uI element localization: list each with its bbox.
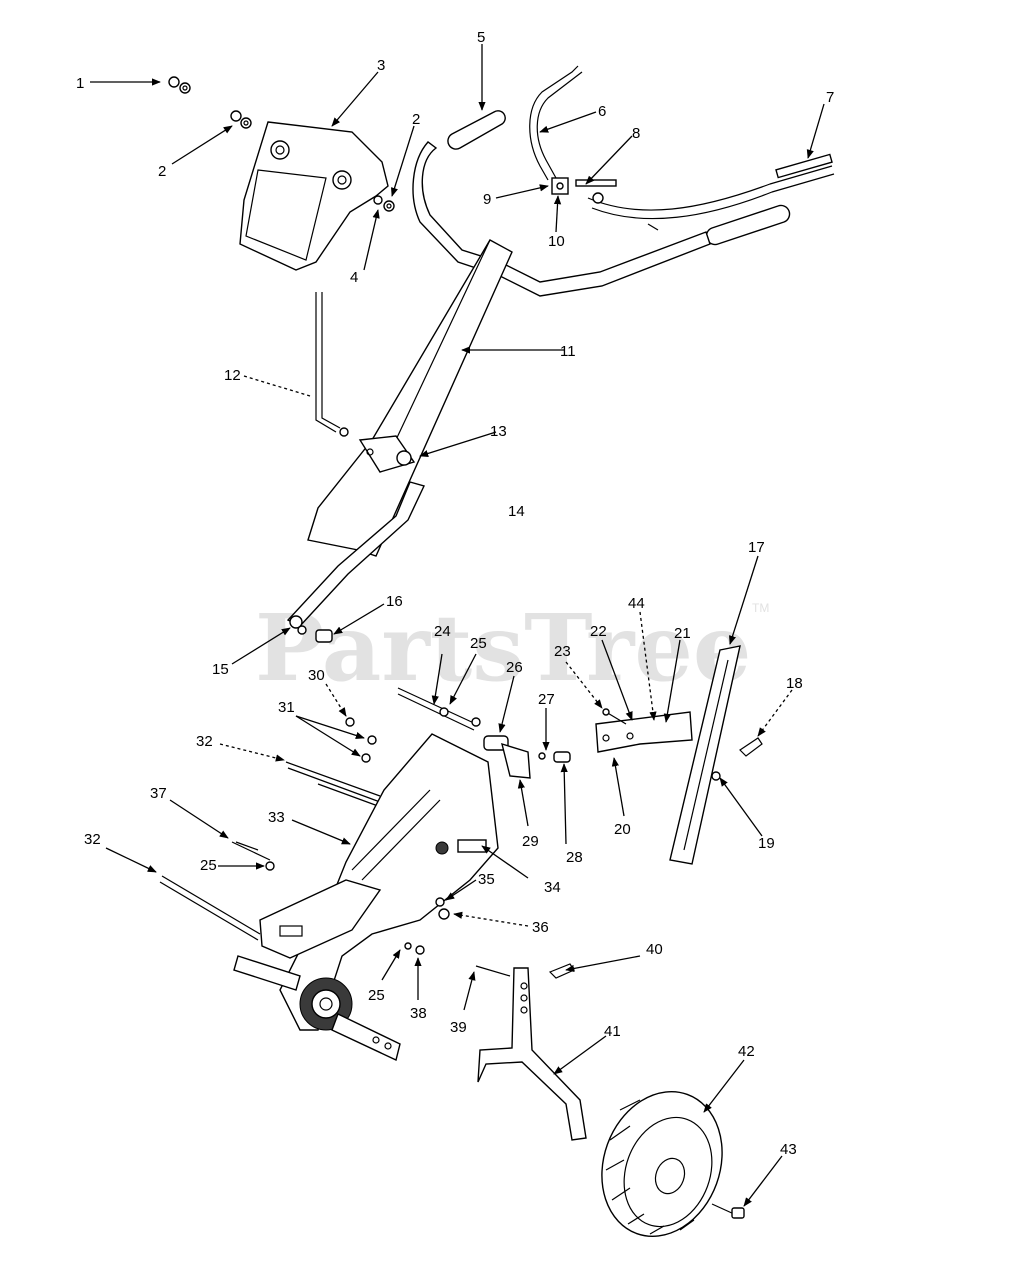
callout-19: 19 xyxy=(758,835,775,852)
callout-32: 32 xyxy=(84,831,101,848)
part-24-bolt xyxy=(397,687,477,731)
part-18-19-pin xyxy=(711,737,763,781)
callout-26: 26 xyxy=(506,659,523,676)
part-16-bushing xyxy=(315,629,333,643)
part-42-wheel xyxy=(601,1090,723,1238)
callout-28: 28 xyxy=(566,849,583,866)
tine-axle xyxy=(233,955,401,1061)
callout-8: 8 xyxy=(632,125,640,142)
part-43-axle-bolt xyxy=(711,1203,745,1219)
callout-14: 14 xyxy=(508,503,525,520)
part-11-handle-tube xyxy=(307,239,513,557)
part-14-arm xyxy=(286,481,425,635)
part-6-shift-rod xyxy=(529,65,583,181)
callout-40: 40 xyxy=(646,941,663,958)
part-20-21-22-plate xyxy=(595,708,693,753)
callout-3: 3 xyxy=(377,57,385,74)
callout-36: 36 xyxy=(532,919,549,936)
callout-34: 34 xyxy=(544,879,561,896)
part-30-31-32-bolts xyxy=(159,717,381,941)
callout-13: 13 xyxy=(490,423,507,440)
part-39-41-wheel-bracket xyxy=(475,963,587,1141)
callout-44: 44 xyxy=(628,595,645,612)
callout-39: 39 xyxy=(450,1019,467,1036)
callout-27: 27 xyxy=(538,691,555,708)
leader-lines xyxy=(90,44,825,1207)
callout-labels: 1 2 2 3 4 5 6 7 8 9 10 11 12 13 14 15 16… xyxy=(76,29,834,1158)
callout-31: 31 xyxy=(278,699,295,716)
callout-25: 25 xyxy=(200,857,217,874)
callout-15: 15 xyxy=(212,661,229,678)
callout-6: 6 xyxy=(598,103,606,120)
part-4-nut xyxy=(373,195,395,212)
callout-18: 18 xyxy=(786,675,803,692)
callout-21: 21 xyxy=(674,625,691,642)
part-26-29-hardware xyxy=(471,717,571,779)
callout-43: 43 xyxy=(780,1141,797,1158)
part-34-36-shaft xyxy=(435,839,487,920)
callout-5: 5 xyxy=(477,29,485,46)
callout-22: 22 xyxy=(590,623,607,640)
callout-41: 41 xyxy=(604,1023,621,1040)
callout-33: 33 xyxy=(268,809,285,826)
callout-35: 35 xyxy=(478,871,495,888)
callout-25: 25 xyxy=(368,987,385,1004)
callout-37: 37 xyxy=(150,785,167,802)
callout-12: 12 xyxy=(224,367,241,384)
callout-10: 10 xyxy=(548,233,565,250)
callout-29: 29 xyxy=(522,833,539,850)
callout-23: 23 xyxy=(554,643,571,660)
handlebar xyxy=(412,141,711,297)
part-2-screw-upper xyxy=(230,110,252,129)
callout-42: 42 xyxy=(738,1043,755,1060)
callout-20: 20 xyxy=(614,821,631,838)
part-17-shield-bar xyxy=(669,645,741,865)
callout-2: 2 xyxy=(158,163,166,180)
callout-9: 9 xyxy=(483,191,491,208)
part-13-clamp xyxy=(358,435,416,473)
part-37-25-38-small xyxy=(231,841,425,955)
callout-38: 38 xyxy=(410,1005,427,1022)
callout-30: 30 xyxy=(308,667,325,684)
part-3-cover xyxy=(239,121,389,271)
part-1-nut-washer xyxy=(168,76,191,94)
part-8-9-10-bracket xyxy=(551,177,659,231)
part-12-lever-pin xyxy=(315,292,349,437)
callout-32: 32 xyxy=(196,733,213,750)
callout-7: 7 xyxy=(826,89,834,106)
callout-16: 16 xyxy=(386,593,403,610)
callout-4: 4 xyxy=(350,269,358,286)
part-5-handle-grip xyxy=(447,110,506,150)
watermark-trademark: TM xyxy=(752,601,769,615)
callout-17: 17 xyxy=(748,539,765,556)
part-33-housing xyxy=(259,733,499,1031)
callout-1: 1 xyxy=(76,75,84,92)
part-7-cable xyxy=(587,153,835,220)
handle-grip-right xyxy=(705,204,791,246)
callout-25: 25 xyxy=(470,635,487,652)
callout-24: 24 xyxy=(434,623,451,640)
watermark: PartsTree xyxy=(255,594,751,702)
callout-2: 2 xyxy=(412,111,420,128)
callout-11: 11 xyxy=(560,343,576,360)
